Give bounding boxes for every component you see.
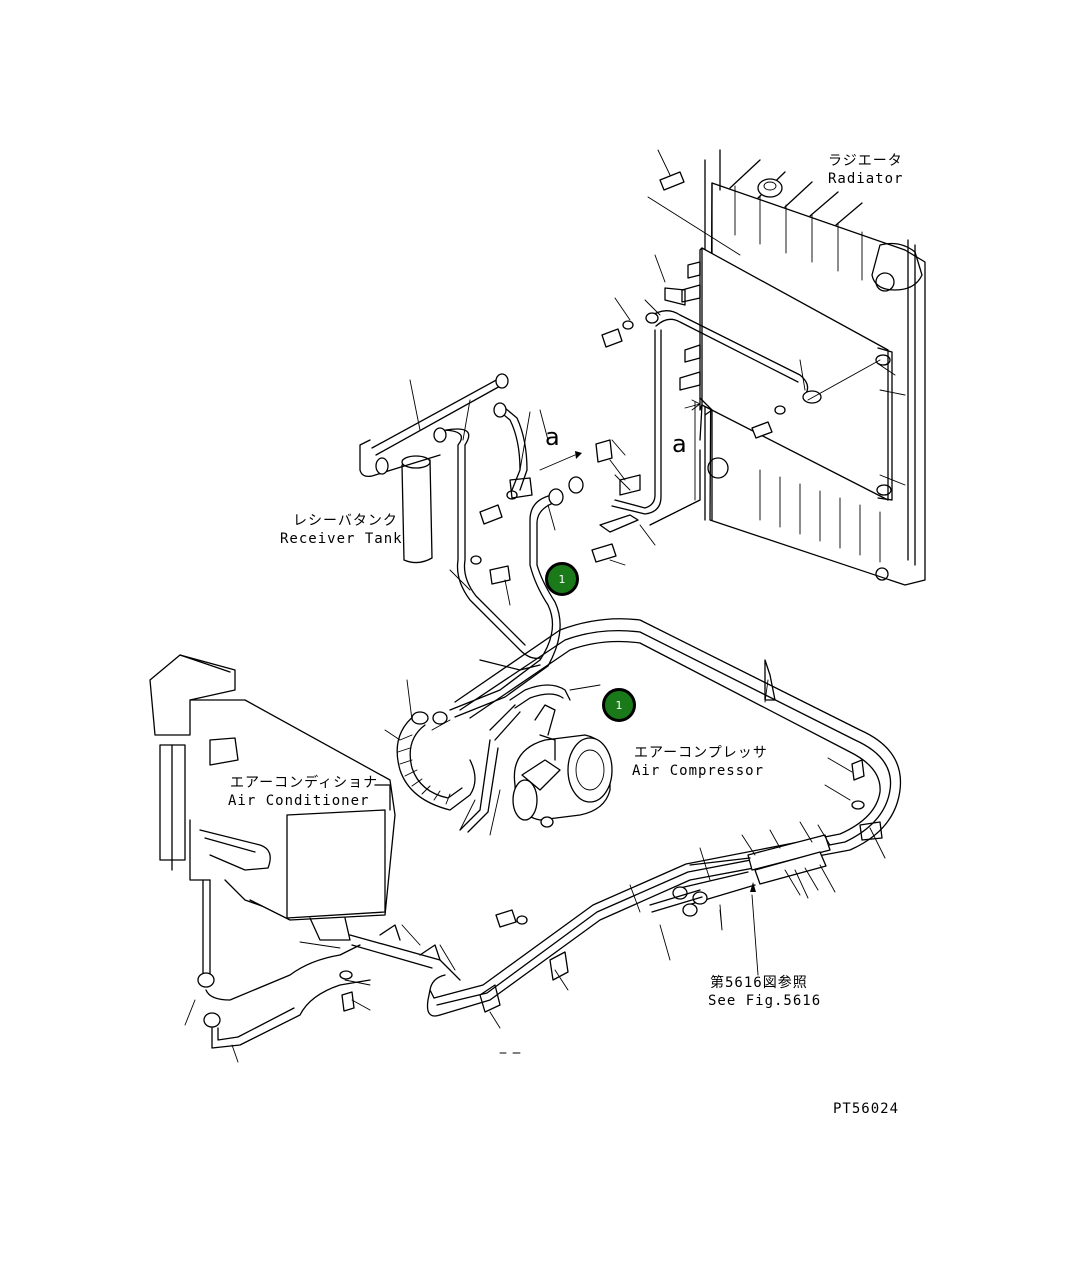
- callout-number: 1: [615, 698, 623, 712]
- air-compressor-label-jp: エアーコンプレッサ: [634, 745, 768, 761]
- wrapped-hose: [396, 711, 476, 811]
- pipe-loop: [426, 618, 902, 1017]
- radiator-label-jp: ラジエータ: [828, 153, 903, 169]
- condenser: [679, 247, 906, 501]
- air-compressor-label-en: Air Compressor: [632, 763, 765, 779]
- receiver-tank-label-en: Receiver Tank: [280, 531, 403, 547]
- air-conditioner: [149, 654, 396, 941]
- drawing-number: PT56024: [833, 1101, 900, 1117]
- see-figure-label-en: See Fig.5616: [708, 993, 822, 1009]
- hose-1: [449, 476, 584, 718]
- bolts-lower: [339, 759, 865, 1012]
- air-compressor: [459, 684, 613, 833]
- see-figure-label-jp: 第5616図参照: [710, 975, 808, 991]
- receiver-tank-label-jp: レシーバタンク: [293, 513, 398, 529]
- bolts-upper: [470, 171, 786, 585]
- callout-part-1-upper[interactable]: 1: [545, 562, 579, 596]
- radiator-label-en: Radiator: [828, 171, 904, 187]
- callout-number: 1: [558, 572, 566, 586]
- air-conditioner-label-en: Air Conditioner: [228, 793, 370, 809]
- receiver-tank: [359, 373, 541, 659]
- bottom-left-pipes: [197, 879, 569, 1049]
- view-marker-a-left: a: [545, 423, 560, 451]
- air-conditioner-label-jp: エアーコンディショナ: [230, 775, 379, 791]
- fittings-cluster: [649, 834, 831, 917]
- callout-part-1-lower[interactable]: 1: [602, 688, 636, 722]
- condenser-pipes: [599, 287, 822, 533]
- leader-lines: [184, 149, 886, 1063]
- view-marker-a-right: a: [672, 430, 687, 458]
